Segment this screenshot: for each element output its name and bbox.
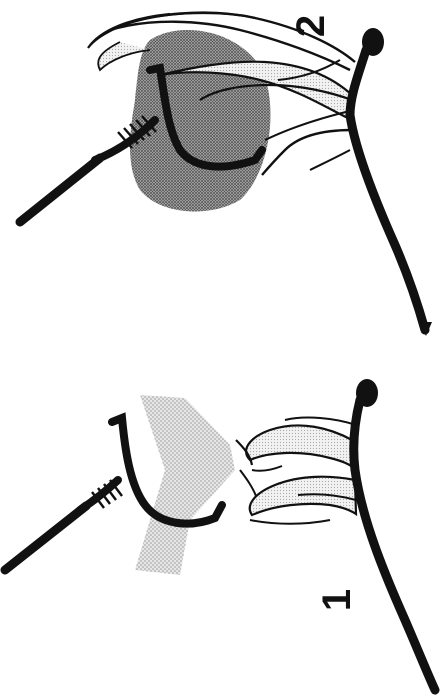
- match-icon: [350, 28, 432, 336]
- smoke-icon: [135, 395, 235, 575]
- step-number-1: 1: [317, 589, 357, 611]
- panel-2: [20, 13, 432, 336]
- panel-1: [5, 379, 435, 690]
- flame-icon: [236, 418, 356, 524]
- match-icon: [354, 379, 435, 690]
- step-number-2: 2: [291, 15, 331, 37]
